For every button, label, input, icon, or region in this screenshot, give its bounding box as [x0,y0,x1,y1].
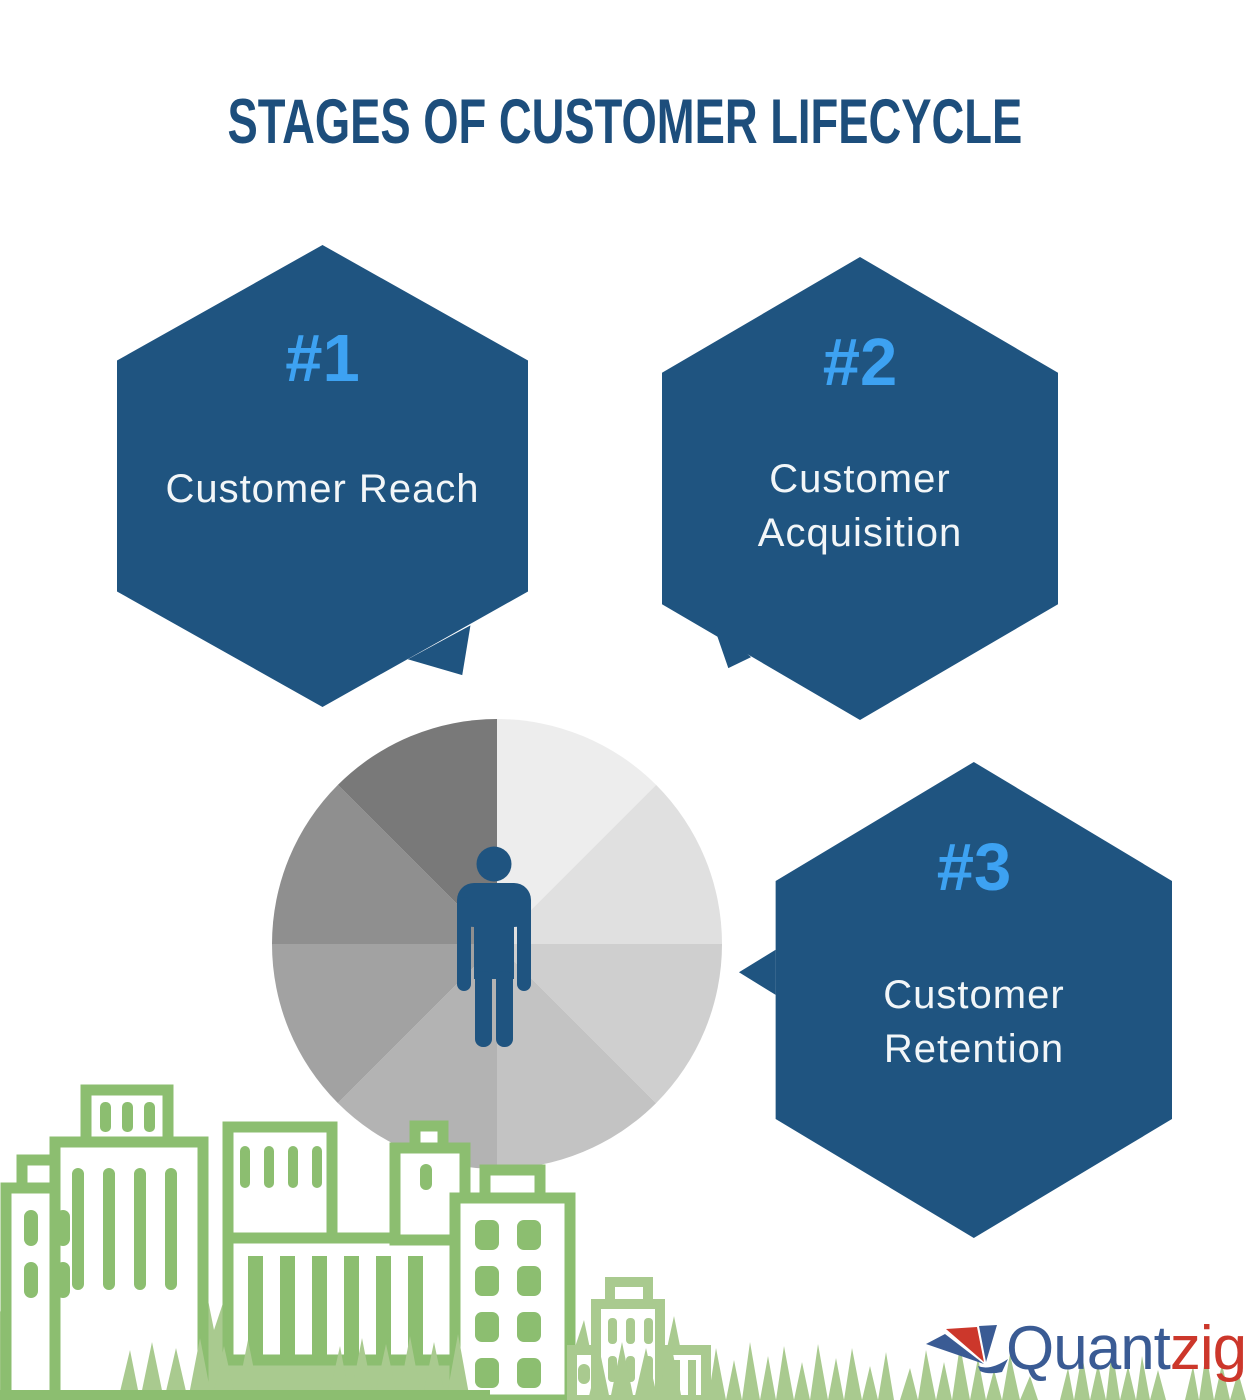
grass-front [118,1334,682,1400]
city-skyline [0,1084,1246,1400]
stage-3-number: #3 [936,830,1012,905]
stage-2-label: Customer Acquisition [662,452,1058,560]
wheel-sector [497,784,722,944]
page-title: STAGES OF CUSTOMER LIFECYCLE [0,86,1250,158]
stage-2-label-line1: Customer [769,457,951,501]
stage-3-label: Customer Retention [776,968,1172,1076]
wheel-sector [337,944,497,1169]
stage-2-label-line2: Acquisition [757,511,963,555]
wheel-sector [497,944,657,1169]
hexagon-2-shape [662,257,1058,720]
stage-2-number: #2 [822,325,898,400]
lifecycle-wheel [272,719,722,1169]
quantzig-logo-text: Quantzig [1006,1318,1247,1380]
wheel-sector [337,719,497,944]
building [449,1192,576,1400]
hexagon-3-tail [738,949,776,995]
hexagon-1-shape [117,245,528,707]
hexagon-2-tail [713,625,752,669]
hexagon-3-shape [738,762,1172,1238]
stage-3-label-line1: Customer [883,973,1065,1017]
stage-3-label-line2: Retention [883,1027,1065,1071]
logo-text-suffix: zig [1169,1314,1247,1383]
quantzig-logo-icon [926,1325,1008,1374]
stage-1-label-line: Customer Reach [165,467,480,511]
grass-strip [0,1390,490,1400]
wheel-sector [272,784,497,944]
page-title-text: STAGES OF CUSTOMER LIFECYCLE [227,87,1023,157]
wheel-sector [497,719,657,944]
person-icon [457,846,531,1047]
stage-1-label: Customer Reach [117,465,528,513]
building-windows [24,1102,541,1388]
hexagon-1-tail [407,625,471,676]
wheel-sector [497,944,722,1104]
wheel-sector [272,944,497,1104]
stage-1-number: #1 [285,321,360,396]
logo-text-prefix: Quant [1006,1314,1171,1383]
